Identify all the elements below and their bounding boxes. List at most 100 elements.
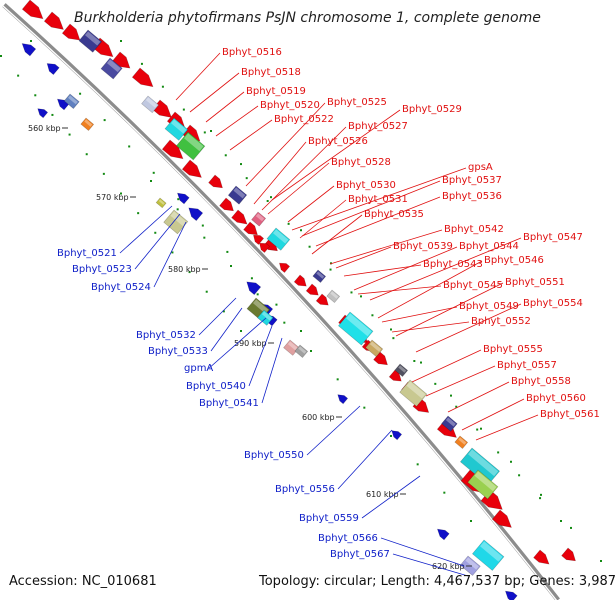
forward-gene <box>219 197 234 212</box>
track-dot <box>188 271 191 274</box>
forward-gene-leader <box>271 109 401 201</box>
track-dot <box>416 463 419 466</box>
forward-gene-leader <box>291 167 467 231</box>
feature-box <box>257 309 274 326</box>
forward-gene-leader <box>229 119 273 151</box>
track-dot <box>443 491 446 494</box>
track-dot <box>120 192 122 195</box>
forward-gene-leader <box>335 246 392 269</box>
feature-box-shine <box>369 341 382 352</box>
feature-box-shine <box>474 471 497 492</box>
feature-box-shape <box>141 95 160 114</box>
gene-arrow-shape <box>436 528 450 541</box>
reverse-gene-label: Bphyt_0532 <box>136 330 196 341</box>
feature-box-shape <box>227 185 248 205</box>
feature-box-shape <box>472 539 505 571</box>
feature-box-shine <box>106 59 121 73</box>
feature-box-shape <box>365 339 384 358</box>
feature-box-shape <box>294 344 309 358</box>
forward-gene <box>373 351 388 366</box>
forward-gene-leader <box>287 185 335 223</box>
feature-box <box>394 363 409 377</box>
track-dot <box>392 337 395 340</box>
track-dot <box>420 361 422 364</box>
feature-box-shape <box>454 435 469 449</box>
reverse-gene <box>391 430 403 441</box>
gene-arrow-shape <box>188 207 204 222</box>
feature-box-shine <box>261 311 272 321</box>
track-dot <box>171 251 174 254</box>
feature-box-shine <box>330 291 339 299</box>
reverse-gene-leader <box>380 537 465 567</box>
track-dot <box>177 198 180 201</box>
feature-box <box>454 435 469 449</box>
forward-gene-label: gpsA <box>468 162 493 173</box>
track-dot <box>150 180 152 182</box>
forward-gene-leader <box>267 162 330 215</box>
forward-gene-label: Bphyt_0543 <box>423 259 483 270</box>
feature-box-shape <box>460 447 501 486</box>
feature-box <box>155 197 167 209</box>
track-dot <box>30 40 32 42</box>
forward-gene <box>243 221 258 236</box>
forward-gene <box>491 509 512 528</box>
track-dot <box>245 177 248 180</box>
forward-gene-label: Bphyt_0518 <box>241 67 301 78</box>
gene-arrow-shape <box>43 11 64 30</box>
feature-box-shine <box>298 346 307 354</box>
gene-arrow-shape <box>61 23 81 41</box>
forward-gene <box>561 547 576 562</box>
accession-text: Accession: NC_010681 <box>9 574 157 589</box>
forward-gene-leader <box>315 196 441 247</box>
track-dot <box>176 208 179 211</box>
reverse-gene-leader <box>261 337 283 404</box>
reverse-gene-label: Bphyt_0541 <box>199 398 259 409</box>
gene-arrow-shape <box>231 209 248 225</box>
track-dot <box>85 153 88 156</box>
reverse-gene-leader <box>210 307 243 352</box>
track-dot <box>480 427 482 430</box>
feature-box-shine <box>255 213 265 222</box>
forward-gene-leader <box>369 237 522 301</box>
track-dot <box>540 493 542 496</box>
feature-box-shine <box>145 97 158 108</box>
reverse-gene-leader <box>306 405 361 456</box>
track-dot <box>360 295 362 298</box>
forward-gene-leader <box>205 91 245 123</box>
feature-box-shine <box>480 541 503 562</box>
reverse-gene <box>259 242 271 253</box>
track-dot <box>350 291 353 294</box>
track-dot <box>310 350 312 352</box>
feature-box-shine <box>316 271 325 279</box>
track-dot <box>476 428 479 431</box>
feature-box-shape <box>467 469 499 500</box>
track-dot <box>68 133 71 136</box>
kbp-tick-label: 560 kbp <box>28 124 61 133</box>
track-dot <box>570 526 572 529</box>
forward-gene-leader <box>299 199 347 239</box>
track-dot <box>300 229 302 232</box>
forward-gene-leader <box>329 229 443 265</box>
track-dot <box>450 394 452 397</box>
track-dot <box>600 560 602 562</box>
forward-gene-label: Bphyt_0551 <box>505 277 565 288</box>
reverse-gene-label: Bphyt_0521 <box>57 248 117 259</box>
forward-gene-leader <box>381 306 458 323</box>
reverse-gene <box>253 234 265 245</box>
feature-box <box>100 57 123 80</box>
forward-gene-leader <box>311 214 363 255</box>
feature-box-shine <box>158 199 165 205</box>
forward-gene-leader <box>461 398 525 431</box>
feature-box-shine <box>84 119 93 127</box>
forward-gene-leader <box>391 321 470 333</box>
gene-arrow-shape <box>246 281 262 296</box>
kbp-tick-label: 610 kbp <box>366 490 399 499</box>
track-dot <box>510 460 512 463</box>
track-dot <box>413 360 416 362</box>
kbp-tick-label: 580 kbp <box>168 265 201 274</box>
reverse-gene-leader <box>248 325 273 387</box>
reverse-gene-label: Bphyt_0540 <box>186 381 246 392</box>
forward-gene-label: Bphyt_0516 <box>222 47 282 58</box>
track-dot <box>518 474 521 477</box>
reverse-gene <box>188 207 204 222</box>
